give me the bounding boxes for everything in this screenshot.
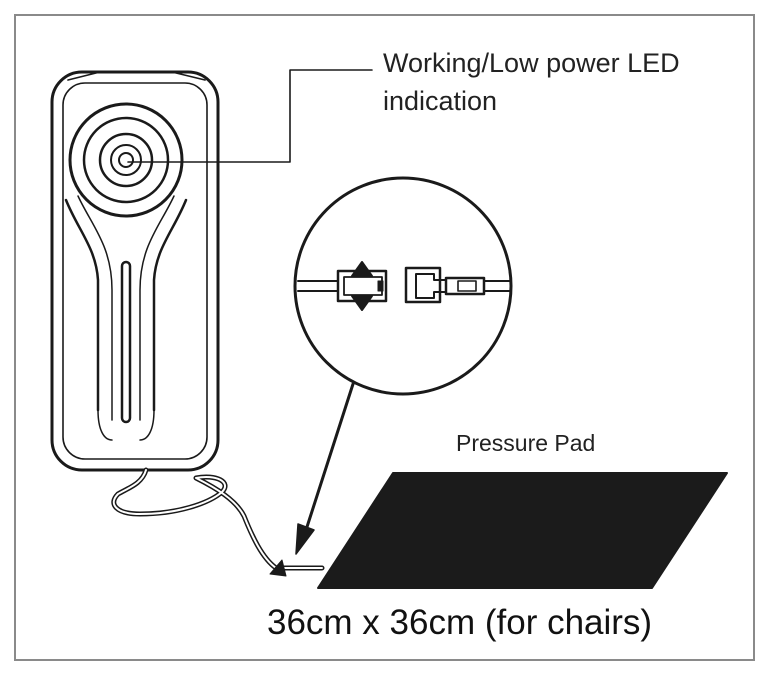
- led-indication-label: Working/Low power LED indication: [383, 44, 680, 120]
- led-label-line2: indication: [383, 86, 498, 116]
- cable-icon: [111, 467, 325, 577]
- pressure-pad-label: Pressure Pad: [456, 430, 596, 456]
- led-leader-line: [127, 69, 373, 163]
- pad-size-label: 36cm x 36cm (for chairs): [267, 603, 653, 642]
- connector-detail-icon: [293, 176, 513, 396]
- monitor-device-icon: [50, 70, 220, 472]
- pressure-pad-icon: [317, 472, 728, 589]
- led-label-line1: Working/Low power LED: [383, 48, 680, 78]
- pointer-arrow-icon: [295, 382, 355, 555]
